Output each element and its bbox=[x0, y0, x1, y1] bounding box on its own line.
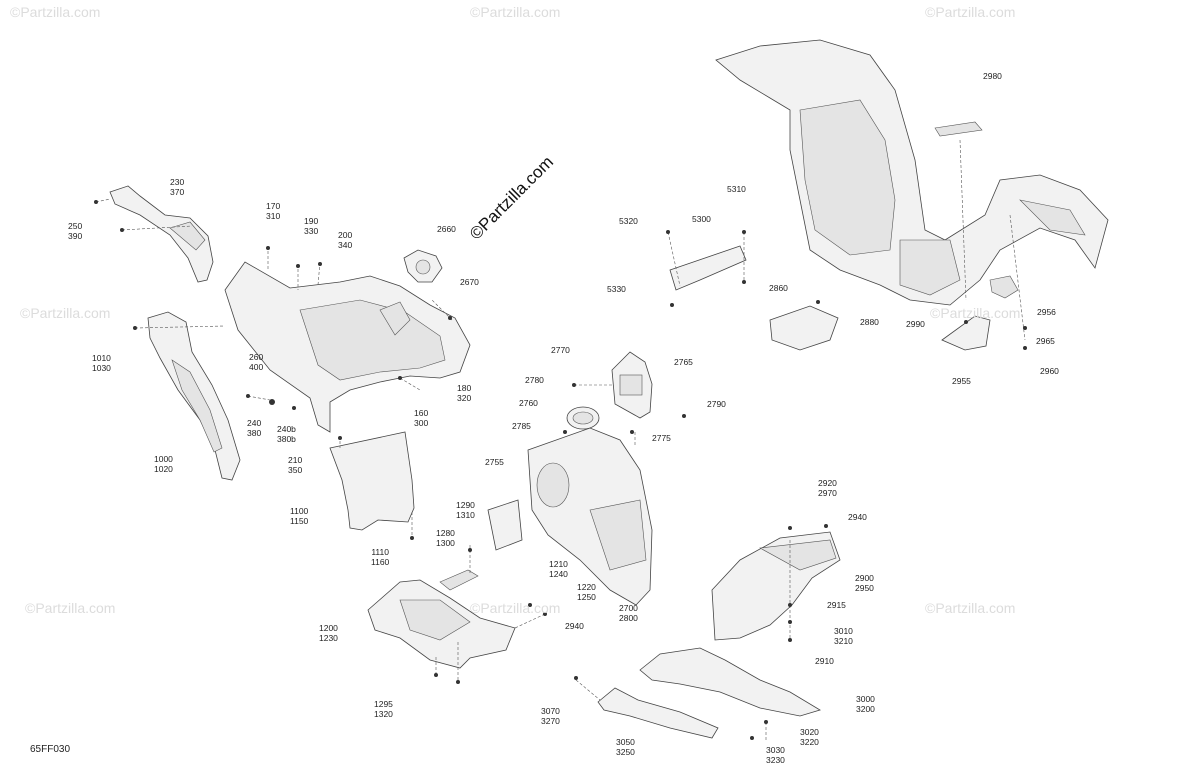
part-label: 3030 3230 bbox=[766, 745, 785, 765]
part-label: 2965 bbox=[1036, 336, 1055, 346]
part-label: 2940 bbox=[565, 621, 584, 631]
part-label: 180 320 bbox=[457, 383, 472, 403]
part-2660-cap bbox=[403, 249, 443, 283]
part-label: 1290 1310 bbox=[456, 500, 475, 520]
part-label: 2660 bbox=[437, 224, 456, 234]
watermark: ©Partzilla.com bbox=[925, 4, 1016, 20]
part-2755-lid bbox=[487, 499, 523, 551]
part-label: 2980 bbox=[983, 71, 1002, 81]
part-label: 1220 1250 bbox=[577, 582, 596, 602]
part-label: 2956 bbox=[1037, 307, 1056, 317]
part-label: 2880 bbox=[860, 317, 879, 327]
part-2980-pad bbox=[934, 121, 983, 137]
part-label: 1280 1300 bbox=[436, 528, 455, 548]
part-label: 2915 bbox=[827, 600, 846, 610]
part-1000-side-panel bbox=[147, 311, 241, 481]
watermark: ©Partzilla.com bbox=[10, 4, 101, 20]
part-label: 2770 bbox=[551, 345, 570, 355]
watermark: ©Partzilla.com bbox=[25, 600, 116, 616]
part-1200-floor bbox=[367, 579, 516, 669]
part-1280-grille bbox=[439, 569, 479, 591]
part-label: 2775 bbox=[652, 433, 671, 443]
part-label: 2780 bbox=[525, 375, 544, 385]
watermark: ©Partzilla.com bbox=[925, 600, 1016, 616]
part-label: 2790 bbox=[707, 399, 726, 409]
part-3050-strip bbox=[597, 687, 719, 739]
part-label: 2785 bbox=[512, 421, 531, 431]
part-label: 2755 bbox=[485, 457, 504, 467]
part-label: 2900 2950 bbox=[855, 573, 874, 593]
part-230-trim bbox=[109, 185, 214, 283]
part-label: 2670 bbox=[460, 277, 479, 287]
part-label: 2700 2800 bbox=[619, 603, 638, 623]
part-label: 1100 1150 bbox=[290, 506, 309, 526]
part-label: 230 370 bbox=[170, 177, 185, 197]
part-label: 5330 bbox=[607, 284, 626, 294]
watermark: ©Partzilla.com bbox=[470, 600, 561, 616]
part-2955-bracket bbox=[941, 315, 991, 351]
part-label: 1010 1030 bbox=[92, 353, 111, 373]
leader-lines bbox=[95, 139, 1026, 740]
part-2760-ring bbox=[566, 406, 600, 430]
part-label: 3070 3270 bbox=[541, 706, 560, 726]
part-label: 2860 bbox=[769, 283, 788, 293]
diagram-code: 65FF030 bbox=[30, 744, 71, 755]
part-label: 260 400 bbox=[249, 352, 264, 372]
part-label: 160 300 bbox=[414, 408, 429, 428]
watermark: ©Partzilla.com bbox=[20, 305, 111, 321]
fastener-dots bbox=[94, 200, 1027, 740]
part-2700-console bbox=[527, 427, 653, 606]
part-1100-lower-cover bbox=[329, 431, 415, 531]
part-160-main-dash bbox=[224, 261, 471, 433]
part-label: 240b 380b bbox=[277, 424, 296, 444]
part-2956-knob bbox=[989, 275, 1019, 299]
part-label: 2955 bbox=[952, 376, 971, 386]
part-label: 2765 bbox=[674, 357, 693, 367]
part-label: 190 330 bbox=[304, 216, 319, 236]
part-label: 5310 bbox=[727, 184, 746, 194]
part-label: 2990 bbox=[906, 319, 925, 329]
part-label: 2760 bbox=[519, 398, 538, 408]
part-label: 3000 3200 bbox=[856, 694, 875, 714]
part-2860-bracket bbox=[769, 305, 839, 351]
part-label: 3010 3210 bbox=[834, 626, 853, 646]
part-3000-lower-trim bbox=[639, 647, 821, 717]
part-2900-fender bbox=[711, 531, 841, 641]
part-label: 2920 2970 bbox=[818, 478, 837, 498]
part-label: 240 380 bbox=[247, 418, 262, 438]
part-label: 1110 1160 bbox=[371, 547, 390, 567]
part-label: 2960 bbox=[1040, 366, 1059, 376]
part-label: 5320 bbox=[619, 216, 638, 226]
part-2765-bracket bbox=[611, 351, 653, 419]
watermark: ©Partzilla.com bbox=[470, 4, 561, 20]
part-label: 2910 bbox=[815, 656, 834, 666]
part-label: 1295 1320 bbox=[374, 699, 393, 719]
part-label: 250 390 bbox=[68, 221, 83, 241]
watermark: ©Partzilla.com bbox=[930, 305, 1021, 321]
part-upper-body bbox=[715, 39, 1109, 306]
part-label: 1000 1020 bbox=[154, 454, 173, 474]
part-label: 3050 3250 bbox=[616, 737, 635, 757]
part-label: 170 310 bbox=[266, 201, 281, 221]
part-label: 3020 3220 bbox=[800, 727, 819, 747]
part-label: 200 340 bbox=[338, 230, 353, 250]
part-label: 1210 1240 bbox=[549, 559, 568, 579]
part-5300-bracket bbox=[669, 245, 747, 291]
part-label: 1200 1230 bbox=[319, 623, 338, 643]
part-label: 2940 bbox=[848, 512, 867, 522]
part-label: 210 350 bbox=[288, 455, 303, 475]
part-label: 5300 bbox=[692, 214, 711, 224]
